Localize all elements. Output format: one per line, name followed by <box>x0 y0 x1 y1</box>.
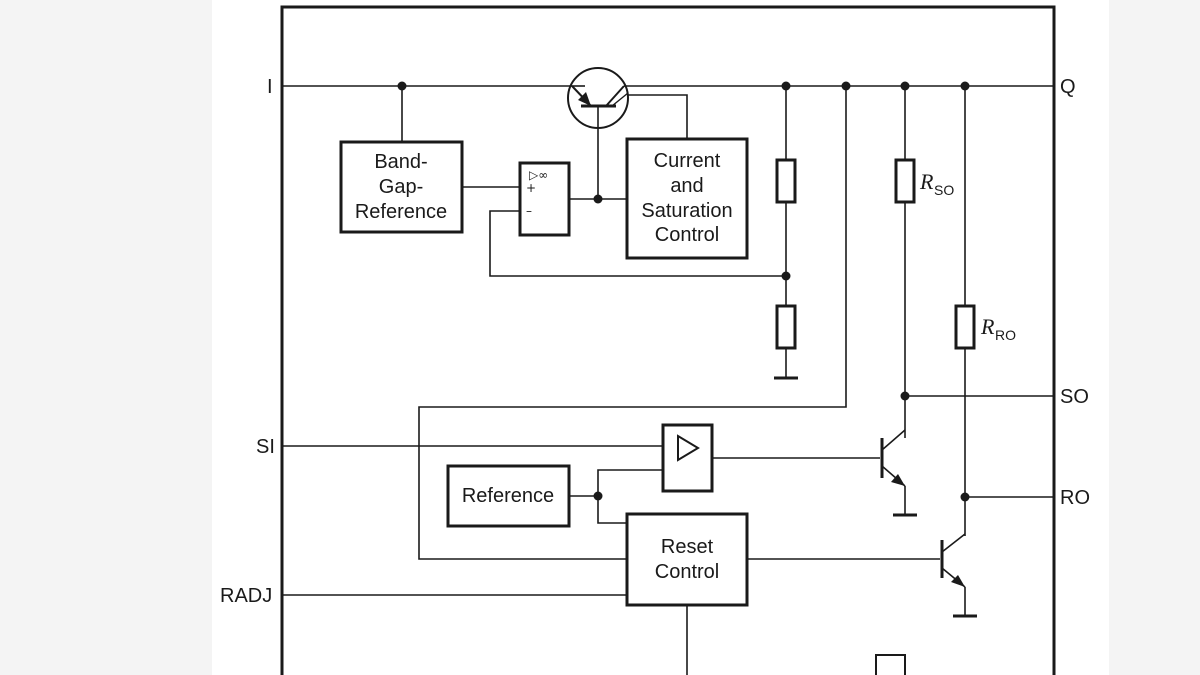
bandgap-line-3: Reference <box>355 201 447 223</box>
rso-label-name: R <box>919 169 934 194</box>
bandgap-line-2: Gap- <box>379 176 423 198</box>
pin-label-so: SO <box>1060 386 1089 408</box>
reset-line-1: Reset <box>661 536 714 558</box>
pin-label-ro: RO <box>1060 487 1090 509</box>
csc-line-4: Control <box>655 224 719 246</box>
csc-line-2: and <box>670 175 703 197</box>
opamp-symbol: ▷∞ <box>529 168 548 182</box>
pin-label-si: SI <box>256 436 275 458</box>
rro-label-name: R <box>980 314 995 339</box>
block-diagram: Band- Gap- Reference ▷∞ + – Current and … <box>220 5 1090 675</box>
rso-label-sub: SO <box>934 182 954 198</box>
junction-base <box>593 194 603 204</box>
resistor-rso <box>894 158 916 204</box>
pin-label-radj: RADJ <box>220 585 272 607</box>
diagram-sheet: Band- Gap- Reference ▷∞ + – Current and … <box>212 0 1109 675</box>
reference-block <box>446 464 571 528</box>
wire-ref-to-reset <box>597 496 627 524</box>
comparator-block <box>661 423 714 493</box>
divider-resistor-lower <box>775 304 797 350</box>
divider-resistor-upper <box>775 158 797 204</box>
wire-ref-to-comparator <box>597 469 663 496</box>
comparator-symbol <box>677 434 700 462</box>
reset-line-2: Control <box>655 561 719 583</box>
wire-sense <box>628 94 688 139</box>
wire-q-sense <box>418 86 847 560</box>
junction-bandgap <box>397 81 407 91</box>
so-transistor <box>880 429 917 517</box>
wire-opamp-feedback <box>489 210 786 277</box>
pass-transistor <box>567 67 629 129</box>
opamp-plus: + <box>526 181 536 195</box>
bandgap-reference-block <box>339 140 464 234</box>
ro-transistor <box>940 533 977 618</box>
partial-block-bottom <box>875 654 906 675</box>
csc-line-1: Current <box>654 150 721 172</box>
current-saturation-control-block <box>625 137 749 260</box>
pin-label-i: I <box>267 76 273 98</box>
junction-divider-top <box>781 81 791 91</box>
resistor-rro <box>954 304 976 350</box>
reset-control-block <box>625 512 749 607</box>
opamp-block <box>518 161 571 237</box>
pin-label-q: Q <box>1060 76 1076 98</box>
rro-label-sub: RO <box>995 327 1016 343</box>
csc-line-3: Saturation <box>641 200 732 222</box>
opamp-minus: – <box>526 204 532 218</box>
chip-outline <box>280 5 1056 675</box>
bandgap-line-1: Band- <box>374 151 427 173</box>
reference-label: Reference <box>462 485 554 507</box>
